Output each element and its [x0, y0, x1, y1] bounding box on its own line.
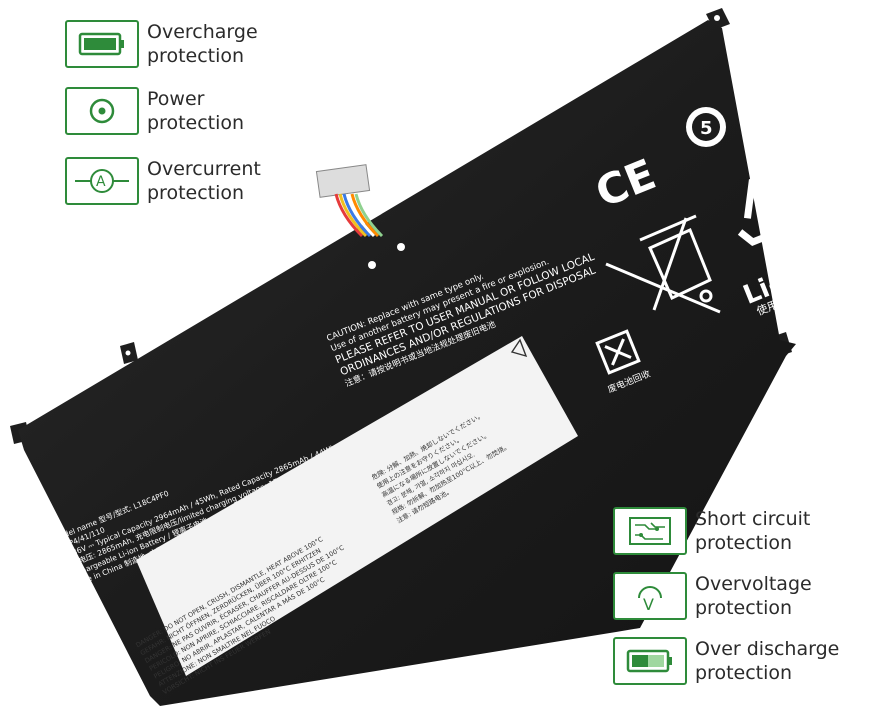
- feature-label: Overcharge protection: [147, 21, 258, 67]
- recycle-icon: [737, 171, 804, 247]
- feature-overcharge: Overcharge protection: [65, 20, 258, 68]
- svg-text:A: A: [96, 174, 106, 190]
- feature-overvoltage: V Overvoltage protection: [613, 572, 812, 620]
- feature-over-discharge: Over discharge protection: [613, 637, 839, 685]
- feature-overcurrent: A Overcurrent protection: [65, 157, 261, 205]
- feature-label: Power protection: [147, 88, 245, 134]
- feature-label: Over discharge protection: [695, 638, 840, 684]
- rohs-5-badge: 5: [686, 107, 726, 147]
- power-target-icon: [65, 87, 139, 135]
- battery-partial-icon: [613, 637, 687, 685]
- feature-short-circuit: Short circuit protection: [613, 507, 810, 555]
- warning-triangle-icon: [510, 338, 528, 358]
- circuit-board-icon: [613, 507, 687, 555]
- ammeter-icon: A: [65, 157, 139, 205]
- feature-label: Short circuit protection: [695, 508, 811, 554]
- crossed-bin-icon: [605, 214, 721, 314]
- feature-label: Overvoltage protection: [695, 573, 812, 619]
- positive-terminal-mark: [368, 261, 376, 269]
- negative-terminal-mark: [397, 243, 405, 251]
- svg-text:V: V: [643, 595, 654, 612]
- connector-cable: [315, 164, 384, 238]
- waste-battery-recycle-icon: [595, 329, 641, 375]
- feature-label: Overcurrent protection: [147, 158, 261, 204]
- voltmeter-icon: V: [613, 572, 687, 620]
- warning-label: [136, 336, 578, 676]
- feature-power: Power protection: [65, 87, 244, 135]
- battery-full-icon: [65, 20, 139, 68]
- svg-text:5: 5: [700, 118, 713, 139]
